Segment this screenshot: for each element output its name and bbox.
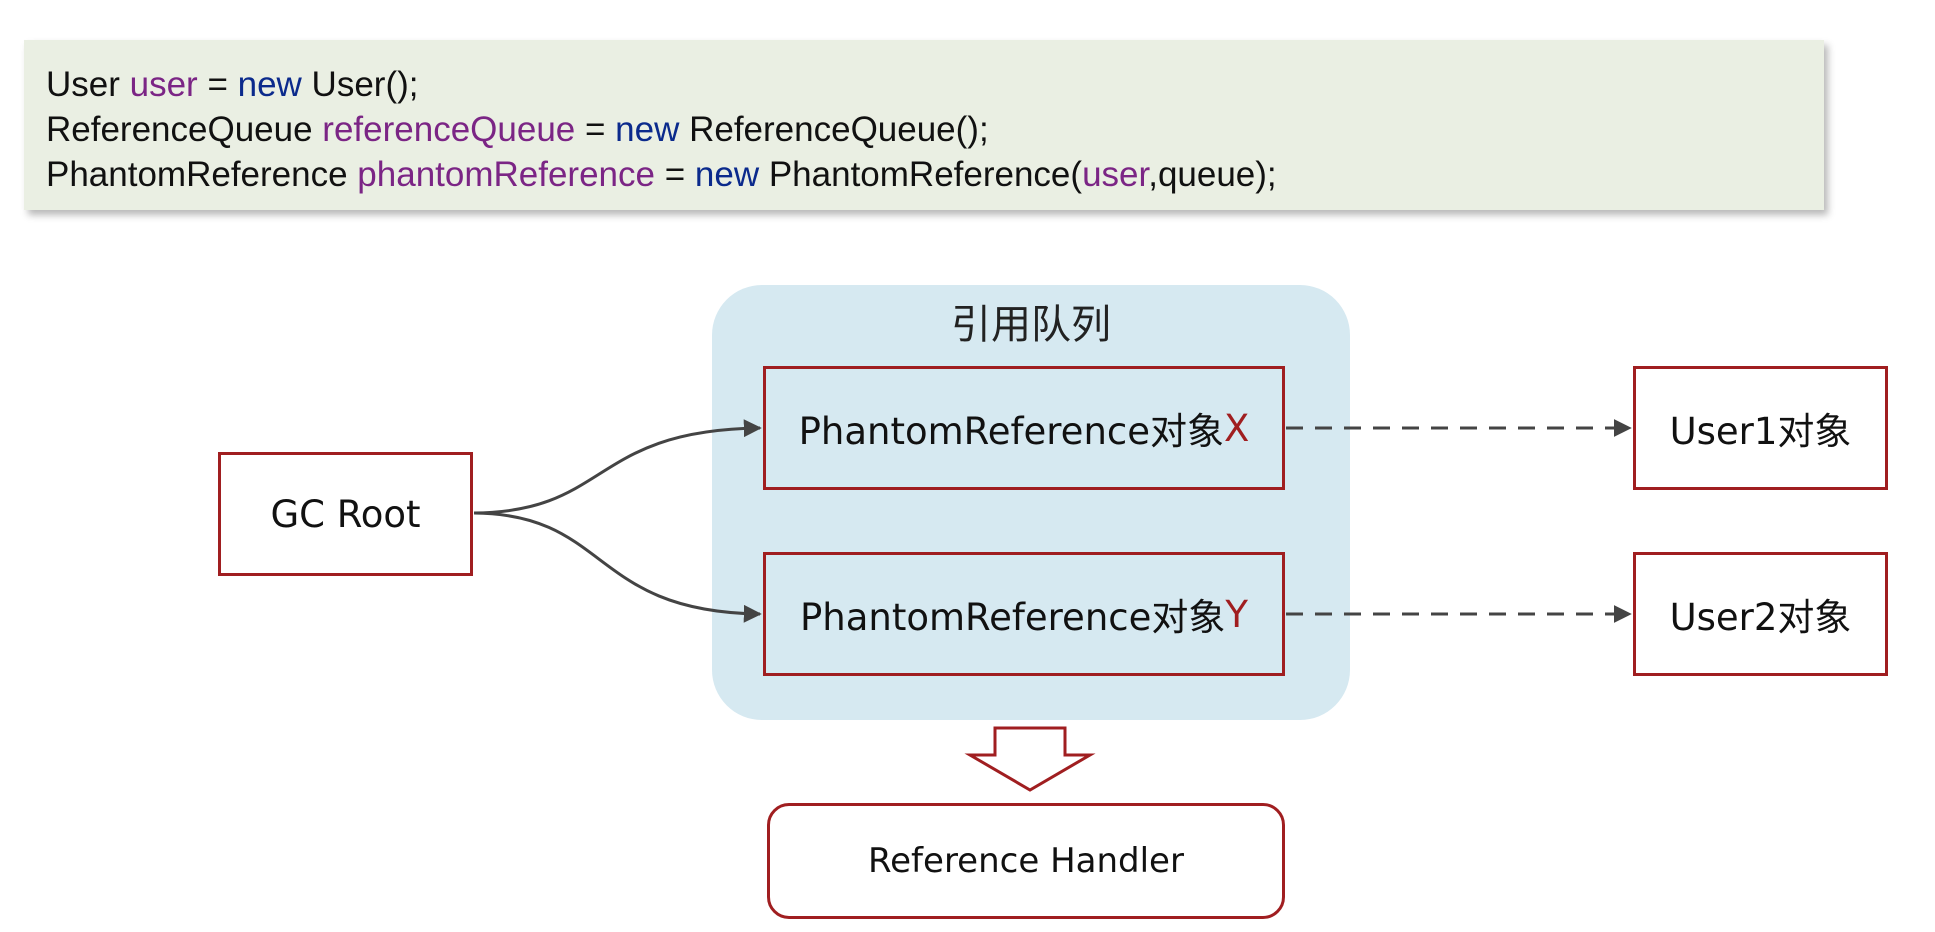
code-keyword: new (237, 65, 302, 104)
user1-object-box: User1对象 (1633, 366, 1888, 490)
phantom-y-suffix: Y (1225, 592, 1248, 636)
gc-root-box: GC Root (218, 452, 473, 576)
code-token: = (197, 65, 238, 104)
reference-queue-label: 引用队列 (951, 302, 1111, 348)
code-line-2: ReferenceQueue referenceQueue = new Refe… (46, 107, 1824, 152)
gc-root-label: GC Root (270, 492, 421, 536)
user2-label: User2对象 (1669, 596, 1852, 639)
code-variable: phantomReference (357, 155, 655, 194)
code-token: ,queue); (1148, 155, 1277, 194)
gc-root-to-phantom-x-arrow (473, 419, 762, 515)
phantom-x-suffix: X (1224, 406, 1250, 450)
code-token: = (655, 155, 695, 194)
phantom-x-label: PhantomReference对象 (798, 410, 1225, 453)
user2-object-box: User2对象 (1633, 552, 1888, 676)
user1-label: User1对象 (1669, 410, 1852, 453)
code-line-3: PhantomReference phantomReference = new … (46, 152, 1824, 197)
down-hollow-arrow-icon (964, 726, 1096, 792)
code-line-1: User user = new User(); (46, 62, 1824, 107)
phantom-y-label: PhantomReference对象 (799, 596, 1226, 639)
code-keyword: new (694, 155, 760, 194)
code-token: ReferenceQueue(); (679, 110, 989, 149)
code-token: PhantomReference (46, 155, 358, 194)
code-snippet: User user = new User(); ReferenceQueue r… (24, 40, 1824, 210)
code-variable: user (1082, 155, 1149, 194)
code-token: ReferenceQueue (46, 110, 323, 149)
reference-handler-label: Reference Handler (868, 841, 1184, 881)
code-variable: user (129, 65, 198, 104)
code-token: User(); (301, 65, 419, 104)
reference-handler-box: Reference Handler (767, 803, 1285, 919)
gc-root-to-phantom-y-arrow (473, 511, 762, 623)
code-keyword: new (615, 110, 680, 149)
code-token: User (46, 65, 130, 104)
code-token: PhantomReference( (759, 155, 1083, 194)
code-token: = (575, 110, 616, 149)
code-variable: referenceQueue (322, 110, 576, 149)
